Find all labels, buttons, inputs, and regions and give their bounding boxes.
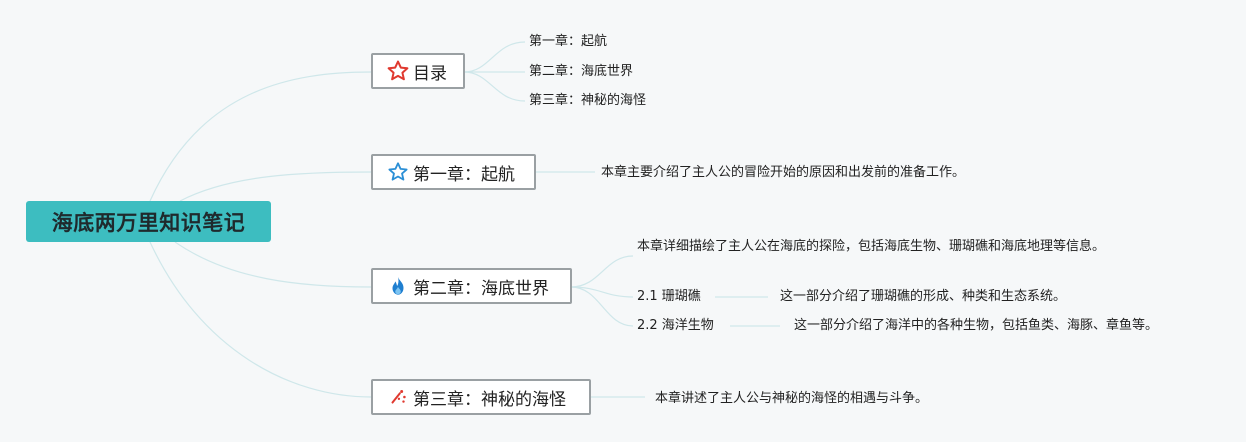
- toc-item-2[interactable]: 第二章：海底世界: [529, 64, 634, 79]
- chapter-2-sub-2-note[interactable]: 这一部分介绍了海洋中的各种生物，包括鱼类、海豚、章鱼等。: [794, 318, 1159, 333]
- connector-root-toc: [149, 71, 372, 202]
- topic-toc-label: 目录: [413, 63, 447, 84]
- chapter-2-sub-1[interactable]: 2.1 珊瑚礁: [637, 289, 701, 304]
- chapter-2-sub-1-note[interactable]: 这一部分介绍了珊瑚礁的形成、种类和生态系统。: [780, 289, 1067, 304]
- topic-toc[interactable]: 目录: [371, 53, 465, 89]
- chapter-2-sub-2[interactable]: 2.2 海洋生物: [637, 318, 714, 333]
- connector-ch2-c2: [570, 286, 634, 327]
- connector-toc-c3: [463, 71, 526, 102]
- connector-root-ch3: [149, 241, 372, 398]
- connector-root-ch1: [179, 171, 372, 202]
- topic-chapter-3[interactable]: 第三章：神秘的海怪: [371, 379, 591, 415]
- topic-chapter-1[interactable]: 第一章：起航: [371, 154, 536, 190]
- toc-item-3[interactable]: 第三章：神秘的海怪: [529, 93, 647, 108]
- red-star-icon: [385, 58, 411, 84]
- topic-chapter-2-label: 第二章：海底世界: [413, 278, 549, 299]
- topic-chapter-3-label: 第三章：神秘的海怪: [413, 389, 566, 410]
- chapter-2-summary[interactable]: 本章详细描绘了主人公在海底的探险，包括海底生物、珊瑚礁和海底地理等信息。: [637, 239, 1106, 254]
- red-sparkle-icon: [385, 384, 411, 410]
- blue-flame-icon: [385, 273, 411, 299]
- blue-star-icon: [385, 159, 411, 185]
- chapter-3-summary[interactable]: 本章讲述了主人公与神秘的海怪的相遇与斗争。: [655, 391, 929, 406]
- topic-chapter-1-label: 第一章：起航: [413, 164, 515, 185]
- topic-chapter-2[interactable]: 第二章：海底世界: [371, 268, 572, 304]
- connector-ch2-c1: [570, 286, 634, 298]
- chapter-1-summary[interactable]: 本章主要介绍了主人公的冒险开始的原因和出发前的准备工作。: [601, 165, 966, 180]
- toc-item-1[interactable]: 第一章：起航: [529, 34, 608, 49]
- root-topic-label: 海底两万里知识笔记: [51, 210, 246, 235]
- connector-root-ch2: [174, 241, 372, 288]
- connector-ch2-summary: [570, 255, 634, 288]
- connector-toc-c1: [463, 41, 526, 73]
- root-topic[interactable]: 海底两万里知识笔记: [26, 201, 271, 242]
